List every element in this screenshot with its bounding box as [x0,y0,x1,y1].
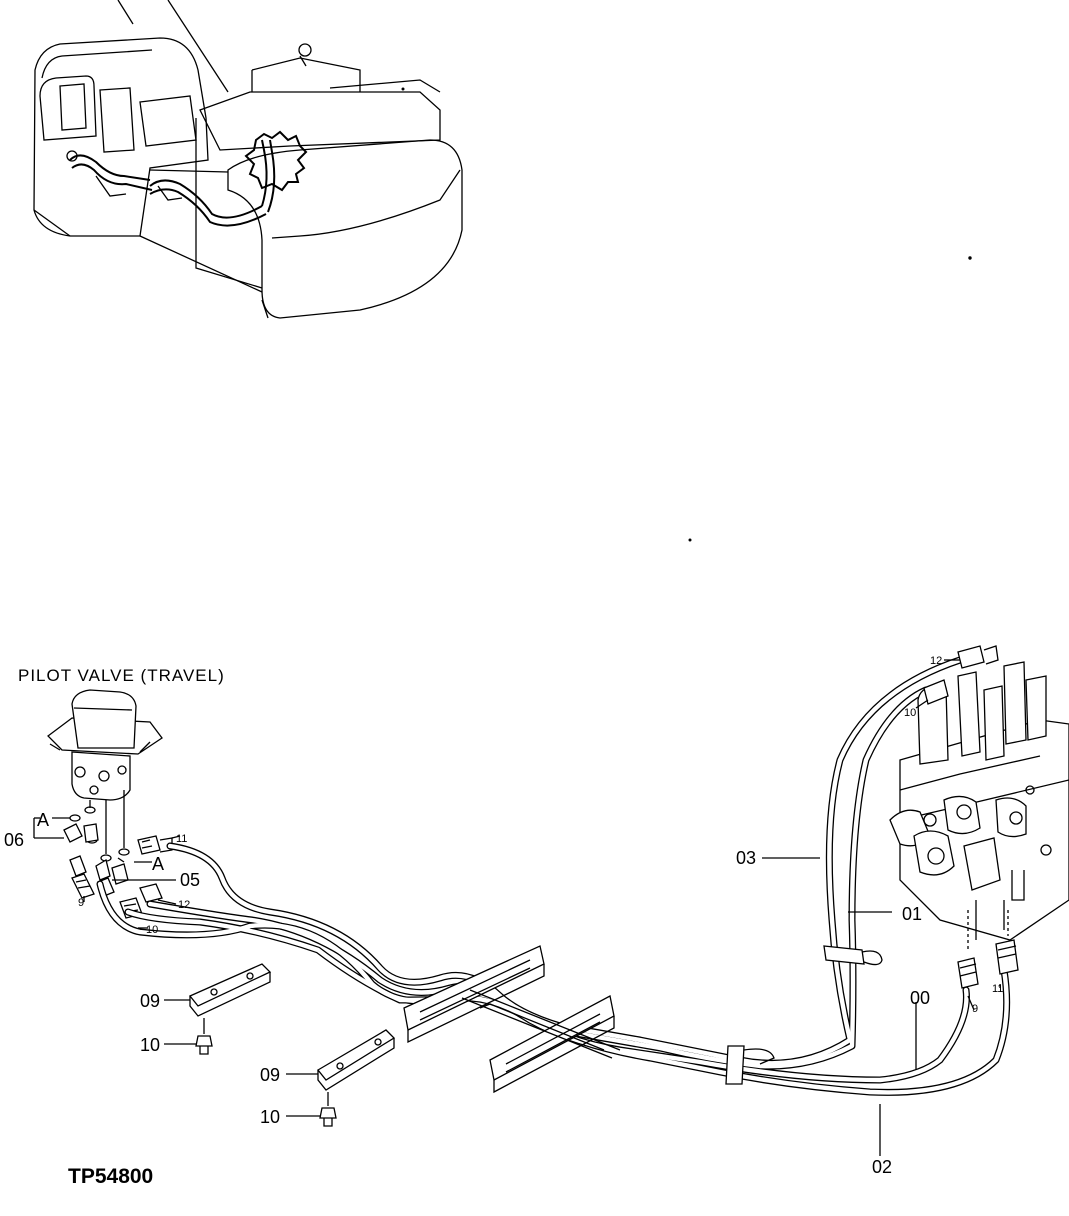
label-10-left: 10 [146,924,158,936]
callout-03: 03 [736,848,756,868]
hose-clamps [725,945,883,1085]
control-valve [889,661,1069,950]
label-9-right: 9 [972,1003,978,1015]
callout-06: 06 [4,830,24,850]
callout-05: 05 [180,870,200,890]
label-9-left: 9 [78,897,84,909]
label-12-left: 12 [178,899,190,911]
scan-specks [401,87,972,542]
callout-10-upper: 10 [140,1035,160,1055]
support-rails [403,945,621,1094]
hose-bundle [96,656,1011,1096]
callout-09-lower: 09 [260,1065,280,1085]
marker-a-left: A [37,810,49,830]
pilot-valve-title: PILOT VALVE (TRAVEL) [18,666,225,685]
callout-10-lower: 10 [260,1107,280,1127]
bracket-plate-upper [188,963,272,1017]
callout-02: 02 [872,1157,892,1177]
bolt-lower [319,1092,337,1127]
leader-lines [33,659,1001,1156]
figure-code: TP54800 [68,1165,153,1188]
bracket-plate-lower [317,1029,396,1091]
label-10-right: 10 [904,707,916,719]
control-valve-fittings [923,645,1019,989]
callout-09-upper: 09 [140,991,160,1011]
machine-locator-illustration [33,0,463,319]
label-11-left: 11 [176,833,187,845]
label-12-right: 12 [930,655,942,667]
marker-a-right: A [152,854,164,874]
callout-00: 00 [910,988,930,1008]
label-11-right: 11 [992,983,1003,995]
pilot-valve-travel [47,689,163,801]
bolt-upper [195,1018,213,1055]
pilot-valve-fittings [63,790,173,919]
callout-01: 01 [902,904,922,924]
